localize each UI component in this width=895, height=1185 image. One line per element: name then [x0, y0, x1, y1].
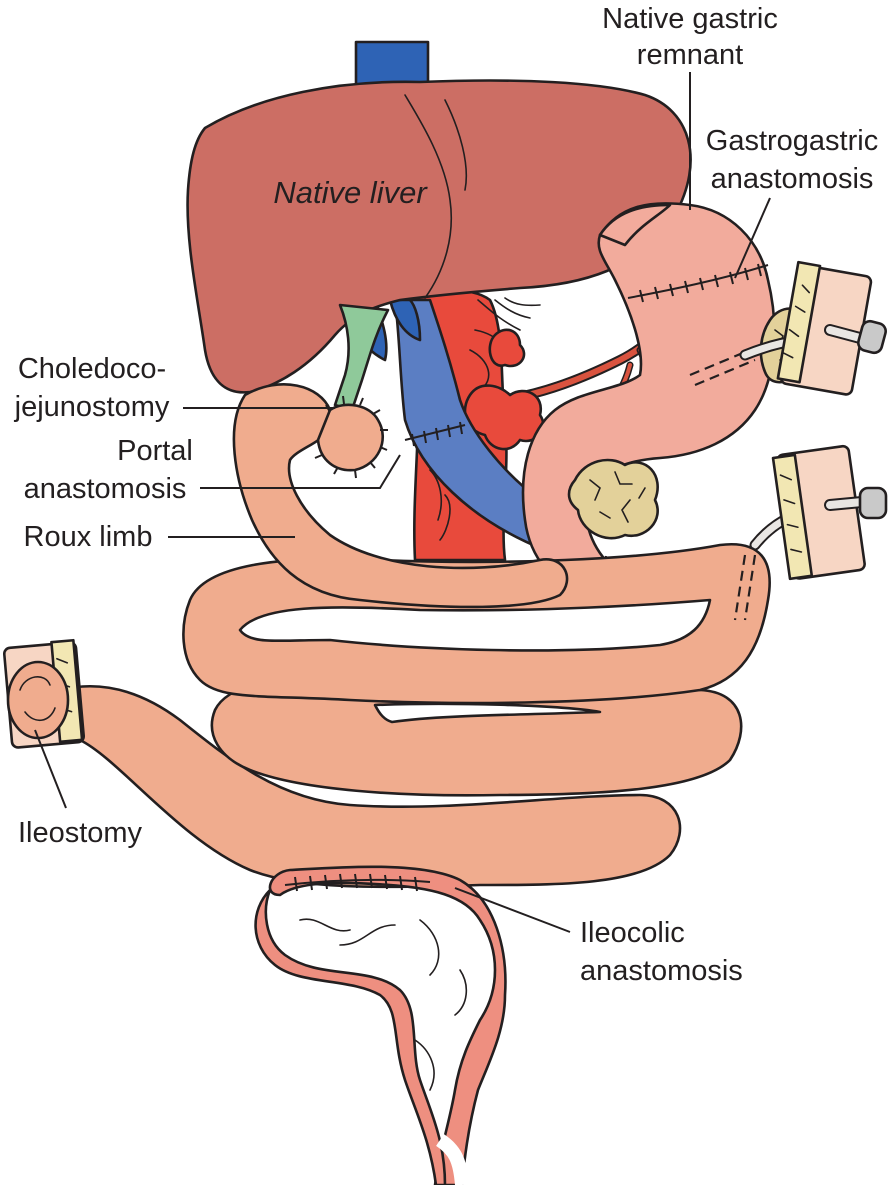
leader-lines [34, 72, 771, 933]
native-gastric-remnant-label-2: remnant [637, 39, 743, 71]
ileocolic-label-2: anastomosis [580, 955, 743, 987]
ileostomy-leader [34, 729, 67, 809]
gastrostomy-drain[interactable] [739, 260, 887, 396]
labels: Native gastric remnant Gastrogastric ana… [14, 3, 879, 987]
colon [254, 865, 507, 1185]
ileostomy-stoma[interactable] [2, 638, 86, 749]
celiac-tissue [463, 328, 545, 451]
gastrogastric-label-1: Gastrogastric [706, 125, 878, 157]
native-liver-label: Native liver [273, 175, 428, 210]
roux-limb-label: Roux limb [24, 521, 153, 553]
gastrogastric-label-2: anastomosis [711, 163, 874, 195]
portal-label-1: Portal [117, 435, 193, 467]
ileocolic-leader [454, 887, 571, 933]
gastrogastric-leader [734, 197, 771, 279]
choledoco-label-2: jejunostomy [14, 391, 170, 423]
portal-leader [200, 454, 401, 489]
ileostomy-label: Ileostomy [18, 817, 143, 849]
native-gastric-remnant-label-1: Native gastric [602, 3, 778, 35]
ileocolic-label-1: Ileocolic [580, 917, 685, 949]
jejunostomy-drain[interactable] [749, 444, 888, 581]
native-liver: Native liver [186, 79, 692, 394]
portal-label-2: anastomosis [24, 473, 187, 505]
roux-limb [232, 383, 569, 609]
choledoco-label-1: Choledoco- [18, 353, 166, 385]
